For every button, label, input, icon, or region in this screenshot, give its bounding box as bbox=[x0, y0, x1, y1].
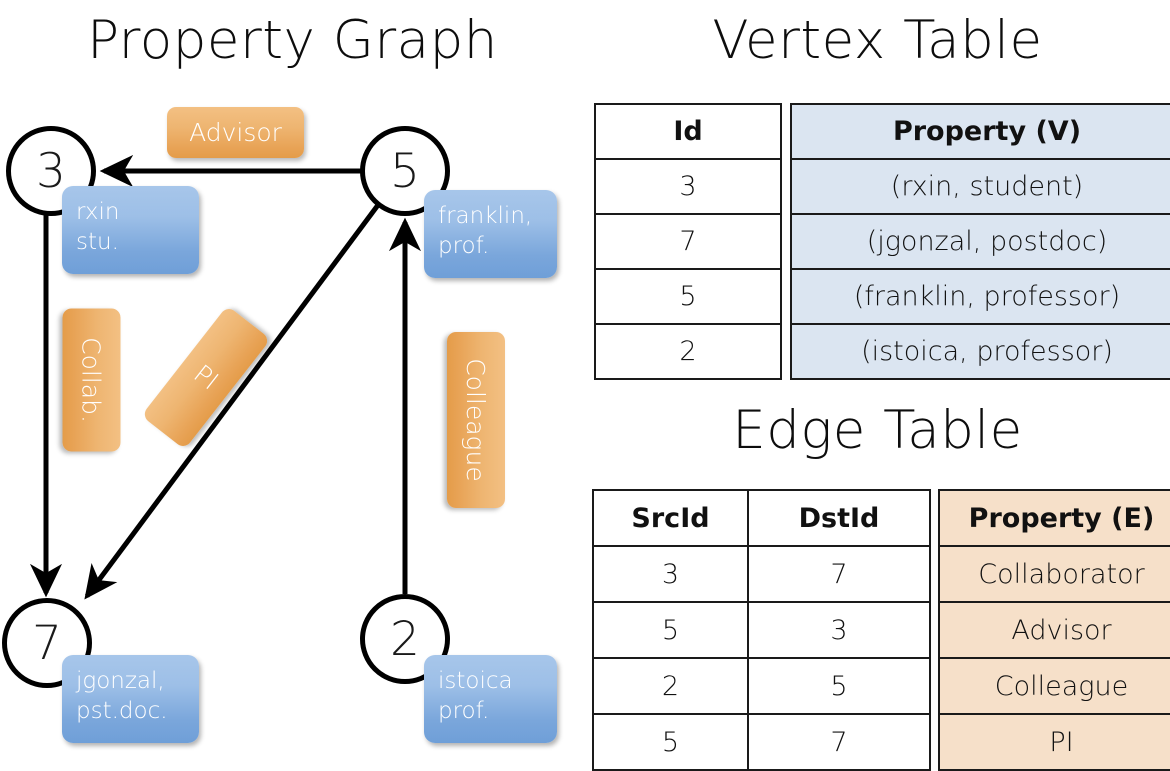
vertex-property-box-3: rxin stu. bbox=[62, 186, 199, 274]
vertex-table: Id Property (V) 3 (rxin, student) 7 (jgo… bbox=[594, 103, 1170, 380]
edge-table-column-gap bbox=[930, 714, 939, 770]
table-row: 3 7 Collaborator bbox=[592, 545, 1170, 603]
vertex-property-box-5: franklin, prof. bbox=[424, 190, 557, 278]
edge-cell-srcid: 5 bbox=[592, 601, 749, 659]
graph-edges-layer bbox=[29, 154, 422, 600]
table-row: 2 5 Colleague bbox=[592, 657, 1170, 715]
vertex-table-header-row: Id Property (V) bbox=[594, 103, 1170, 160]
edge-table-column-gap bbox=[930, 546, 939, 602]
vertex-cell-property: (jgonzal, postdoc) bbox=[790, 213, 1170, 270]
vertex-table-header-property: Property (V) bbox=[790, 103, 1170, 160]
vertex-property-box-2: istoica prof. bbox=[424, 655, 557, 743]
vertex-table-column-gap bbox=[781, 324, 791, 379]
table-row: 3 (rxin, student) bbox=[594, 158, 1170, 215]
table-row: 2 (istoica, professor) bbox=[594, 323, 1170, 380]
edge-table-column-gap bbox=[930, 490, 939, 546]
vertex-cell-property: (rxin, student) bbox=[790, 158, 1170, 215]
edge-cell-property: Advisor bbox=[938, 601, 1170, 659]
vertex-table-header-id: Id bbox=[594, 103, 782, 160]
edge-table-column-gap bbox=[930, 602, 939, 658]
table-row: 5 3 Advisor bbox=[592, 601, 1170, 659]
graph-node-2-label: 2 bbox=[390, 611, 420, 667]
edge-label-colleague-text: Colleague bbox=[461, 358, 491, 482]
page-title-edge-table: Edge Table bbox=[732, 400, 1023, 461]
graph-node-3-label: 3 bbox=[36, 143, 66, 199]
edge-table: SrcId DstId Property (E) 3 7 Collaborato… bbox=[592, 489, 1170, 771]
edge-cell-srcid: 3 bbox=[592, 545, 749, 603]
edge-table-header-srcid: SrcId bbox=[592, 489, 749, 547]
edge-cell-dstid: 3 bbox=[747, 601, 931, 659]
page-title-vertex-table: Vertex Table bbox=[712, 10, 1043, 71]
vertex-table-column-gap bbox=[781, 104, 791, 159]
vertex-cell-id: 5 bbox=[594, 268, 782, 325]
edge-label-collaborator-text: Collab. bbox=[77, 337, 106, 423]
edge-table-column-gap bbox=[930, 658, 939, 714]
edge-cell-srcid: 2 bbox=[592, 657, 749, 715]
graph-node-5[interactable]: 5 bbox=[360, 126, 450, 216]
graph-node-7-label: 7 bbox=[32, 615, 62, 671]
edge-cell-property: PI bbox=[938, 713, 1170, 771]
vertex-cell-property: (istoica, professor) bbox=[790, 323, 1170, 380]
edge-cell-dstid: 5 bbox=[747, 657, 931, 715]
graph-node-5-label: 5 bbox=[390, 143, 420, 199]
table-row: 5 7 PI bbox=[592, 713, 1170, 771]
edge-cell-dstid: 7 bbox=[747, 713, 931, 771]
edge-cell-property: Colleague bbox=[938, 657, 1170, 715]
vertex-table-column-gap bbox=[781, 214, 791, 269]
edge-label-advisor: Advisor bbox=[167, 107, 304, 158]
vertex-table-column-gap bbox=[781, 159, 791, 214]
vertex-table-column-gap bbox=[781, 269, 791, 324]
vertex-property-box-7: jgonzal, pst.doc. bbox=[62, 655, 199, 743]
vertex-cell-id: 3 bbox=[594, 158, 782, 215]
edge-cell-property: Collaborator bbox=[938, 545, 1170, 603]
edge-table-header-property: Property (E) bbox=[938, 489, 1170, 547]
edge-table-header-dstid: DstId bbox=[747, 489, 931, 547]
edge-table-header-row: SrcId DstId Property (E) bbox=[592, 489, 1170, 547]
edge-cell-srcid: 5 bbox=[592, 713, 749, 771]
edge-label-collaborator: Collab. bbox=[62, 308, 121, 452]
table-row: 5 (franklin, professor) bbox=[594, 268, 1170, 325]
vertex-cell-id: 2 bbox=[594, 323, 782, 380]
edge-label-pi-text: PI bbox=[188, 359, 224, 396]
edge-5-to-7-pi bbox=[84, 203, 381, 600]
edge-label-advisor-text: Advisor bbox=[189, 118, 282, 147]
edge-cell-dstid: 7 bbox=[747, 545, 931, 603]
table-row: 7 (jgonzal, postdoc) bbox=[594, 213, 1170, 270]
graph-node-2[interactable]: 2 bbox=[360, 594, 450, 684]
page-title-property-graph: Property Graph bbox=[87, 10, 498, 71]
vertex-cell-id: 7 bbox=[594, 213, 782, 270]
edge-label-colleague: Colleague bbox=[447, 332, 505, 508]
vertex-cell-property: (franklin, professor) bbox=[790, 268, 1170, 325]
